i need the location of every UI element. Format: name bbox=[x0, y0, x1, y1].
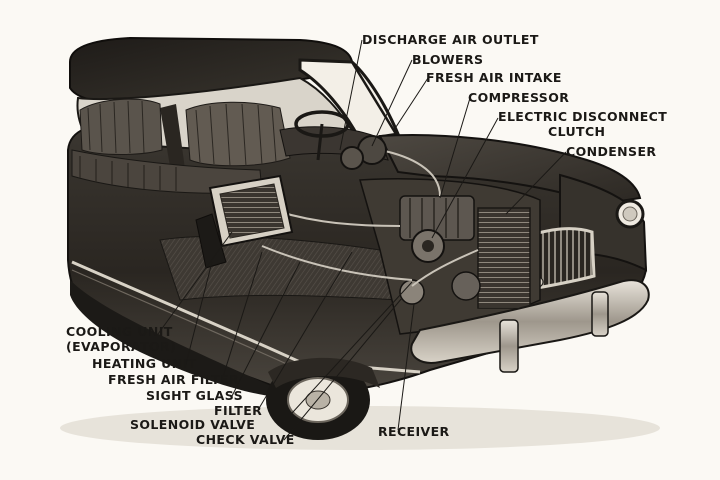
ground-shadow bbox=[60, 406, 660, 450]
front-seat bbox=[185, 101, 291, 167]
label-check-valve: CHECK VALVE bbox=[196, 432, 295, 447]
label-discharge-air-outlet: DISCHARGE AIR OUTLET bbox=[362, 32, 539, 47]
leader-lines bbox=[157, 39, 567, 441]
label-sight-glass: SIGHT GLASS bbox=[146, 388, 243, 403]
label-electric-disconnect: ELECTRIC DISCONNECT bbox=[498, 109, 668, 124]
label-evaporator: (EVAPORATOR) bbox=[66, 339, 177, 354]
rear-seat bbox=[79, 98, 163, 155]
label-blowers: BLOWERS bbox=[412, 52, 484, 67]
label-cooling-unit: COOLING UNIT bbox=[66, 324, 173, 339]
side-chrome-strip bbox=[71, 260, 421, 374]
label-condenser: CONDENSER bbox=[566, 144, 657, 159]
front-grille bbox=[522, 227, 596, 292]
label-receiver: RECEIVER bbox=[378, 424, 450, 439]
label-compressor: COMPRESSOR bbox=[468, 90, 570, 105]
receiver-tank bbox=[399, 279, 425, 305]
heating-unit-box bbox=[195, 213, 227, 269]
door-pillar bbox=[160, 104, 186, 178]
fan-pulley bbox=[451, 271, 481, 301]
condenser-unit bbox=[477, 207, 531, 309]
label-fresh-air-filter: FRESH AIR FILTER bbox=[108, 372, 239, 387]
label-clutch: CLUTCH bbox=[548, 124, 606, 139]
label-heating-unit: HEATING UNIT bbox=[92, 356, 197, 371]
label-solenoid-valve: SOLENOID VALVE bbox=[130, 417, 256, 432]
evaporator-unit bbox=[208, 174, 294, 248]
label-fresh-air-intake: FRESH AIR INTAKE bbox=[426, 70, 562, 85]
blower-housing bbox=[340, 135, 387, 170]
label-filter: FILTER bbox=[214, 403, 263, 418]
front-bumper bbox=[410, 279, 650, 364]
